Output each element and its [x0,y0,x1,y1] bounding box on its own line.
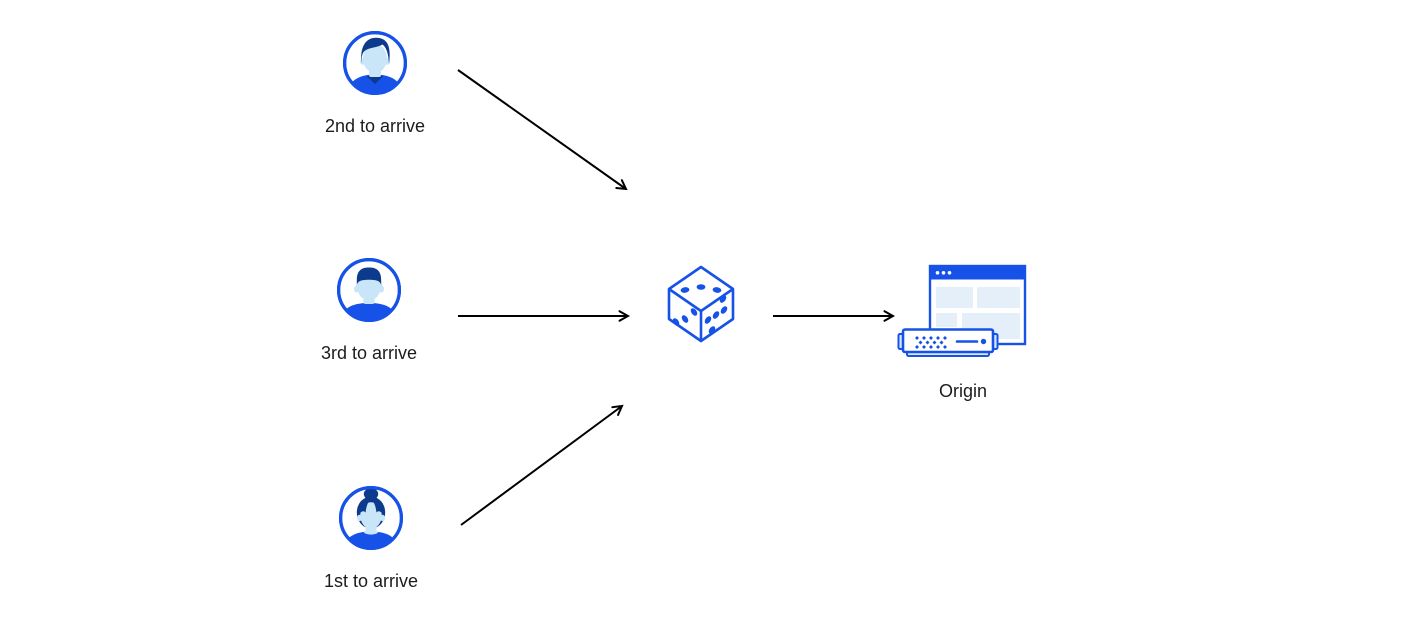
node-label-origin: Origin [938,381,987,401]
node-label-third: 3rd to arrive [320,343,418,363]
avatar-woman-bun-icon [339,486,403,550]
arrow-second-to-dice [457,69,628,191]
avatar-man-swept-hair-icon [343,31,407,95]
node-label-first: 1st to arrive [323,571,419,591]
node-randomizer [666,264,736,344]
server-led-grid [915,336,947,349]
node-origin: Origin [897,263,1029,402]
server-unit [897,328,999,357]
node-visitor-first: 1st to arrive [309,485,433,592]
arrow-first-to-dice [460,404,624,526]
avatar-man-short-hair-icon [337,258,401,322]
node-visitor-second: 2nd to arrive [313,30,437,137]
origin-server-browser-icon [897,264,1027,357]
node-label-second: 2nd to arrive [324,116,426,136]
node-visitor-third: 3rd to arrive [307,257,431,364]
dice-icon [667,265,735,343]
